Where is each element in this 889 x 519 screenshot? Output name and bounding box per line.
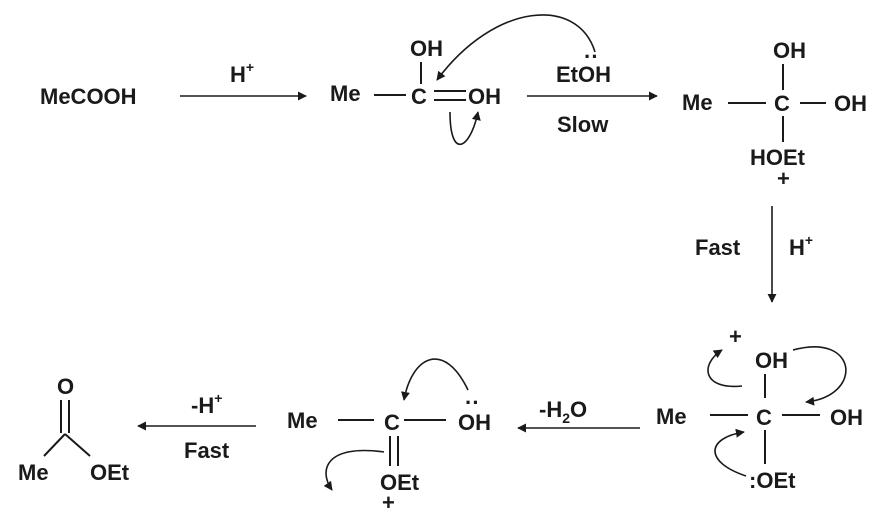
curved-arrow-pi-shift xyxy=(449,111,481,146)
step2-lone-pair: ·· xyxy=(584,44,599,69)
int2-left-me: Me xyxy=(682,90,713,115)
int2-carbon: C xyxy=(774,91,790,116)
product-left-me: Me xyxy=(18,460,49,485)
product: O Me OEt xyxy=(18,374,130,485)
int3-right-oh: OH xyxy=(830,405,863,430)
int4-right-oh: OH xyxy=(458,410,491,435)
step1-reagent: H+ xyxy=(230,59,254,87)
product-right-oet: OEt xyxy=(90,460,130,485)
product-top-o: O xyxy=(57,374,74,399)
int2-charge: + xyxy=(777,166,790,191)
curved-arrow-ring-right xyxy=(792,346,847,406)
int4-left-me: Me xyxy=(287,408,318,433)
int4-carbon: C xyxy=(384,410,400,435)
int1-right-oh: OH xyxy=(468,84,501,109)
intermediate1: OH Me C OH xyxy=(330,14,596,146)
int3-charge: + xyxy=(729,324,742,349)
int1-top-oh: OH xyxy=(410,36,443,61)
step3-reagent: H+ xyxy=(789,232,813,260)
int1-left-me: Me xyxy=(330,81,361,106)
step3-condition: Fast xyxy=(695,235,741,260)
int3-top-oh: OH xyxy=(755,348,788,373)
intermediate4: Me C ·· OH OEt + xyxy=(287,358,491,515)
int2-bottom-hoet: HOEt xyxy=(750,145,806,170)
reactant-label: MeCOOH xyxy=(40,84,137,109)
step2-reagent: EtOH xyxy=(556,62,611,87)
int4-charge: + xyxy=(382,490,395,515)
curved-arrow-proton-lift xyxy=(707,349,743,388)
step2-condition: Slow xyxy=(557,112,609,137)
curved-arrow-etoh-attack xyxy=(436,14,596,81)
int2-top-oh: OH xyxy=(773,38,806,63)
curved-arrow-pi-release xyxy=(323,449,385,491)
int1-carbon: C xyxy=(411,84,427,109)
curved-arrow-lower-left xyxy=(714,428,747,477)
curved-arrow-lone-pair-push xyxy=(401,358,469,401)
int3-left-me: Me xyxy=(656,404,687,429)
intermediate2: OH Me C OH HOEt + xyxy=(682,38,867,191)
intermediate3: + OH Me C OH :OEt xyxy=(656,324,863,493)
int3-bottom-oet: :OEt xyxy=(749,468,796,493)
int3-carbon: C xyxy=(756,405,772,430)
product-bond-left xyxy=(43,433,66,457)
step5-reagent: -H+ xyxy=(191,390,222,418)
int4-lone-pair: ·· xyxy=(465,390,480,415)
step5-condition: Fast xyxy=(184,438,230,463)
step4-reagent: -H2O xyxy=(539,397,587,426)
int4-bottom-oet: OEt xyxy=(380,470,420,495)
int2-right-oh: OH xyxy=(834,91,867,116)
product-bond-right xyxy=(64,433,91,457)
